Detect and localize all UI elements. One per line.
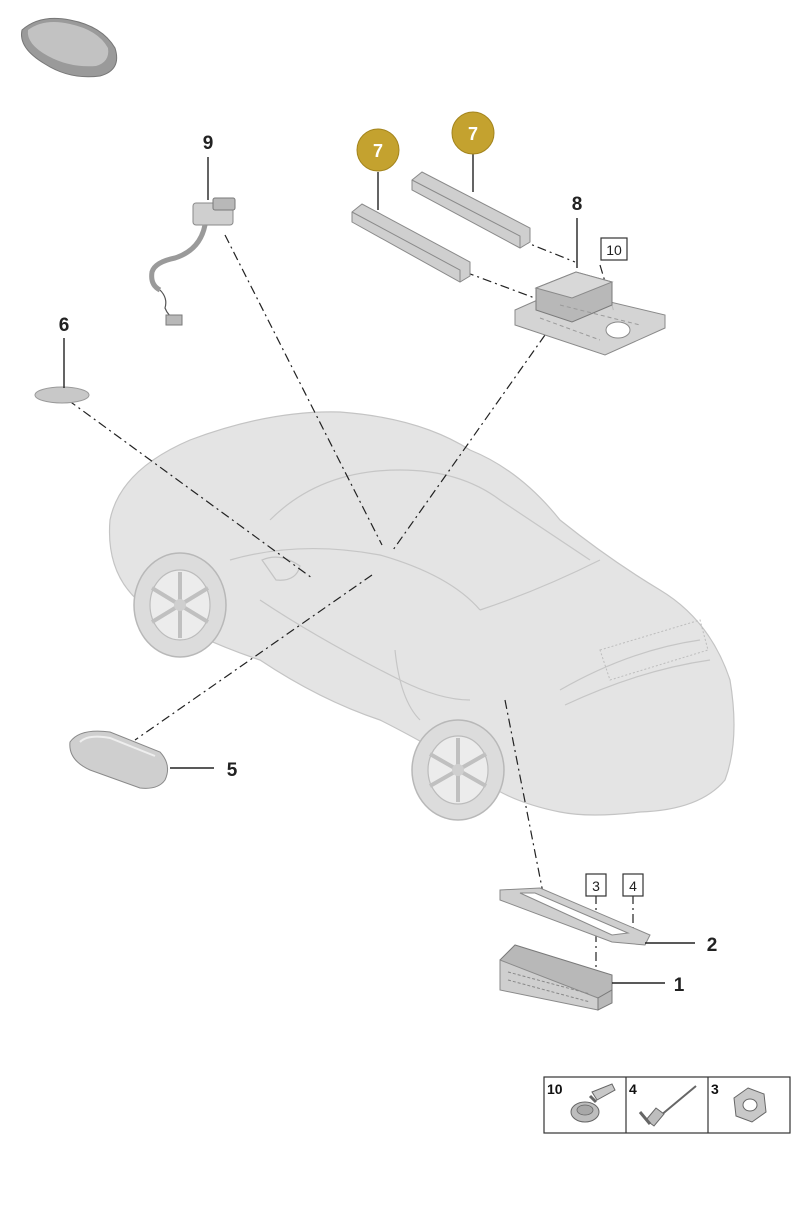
- callout-10[interactable]: 10: [600, 237, 628, 261]
- legend-item-10[interactable]: 10: [547, 1081, 616, 1123]
- assembly-lines: [67, 234, 634, 975]
- legend-item-3[interactable]: 3: [711, 1081, 767, 1123]
- callout-2-label: 2: [707, 935, 718, 956]
- callout-3[interactable]: 3: [585, 873, 607, 897]
- callout-8-label: 8: [572, 194, 583, 215]
- callout-7-lower-label: 7: [373, 141, 383, 161]
- callout-9[interactable]: 9: [203, 133, 214, 154]
- legend-number: 3: [711, 1081, 719, 1097]
- highlight-badge: [356, 128, 400, 172]
- callout-leaders: [63, 153, 695, 984]
- rivet-icon: [638, 1085, 697, 1127]
- rear-grille: [599, 619, 709, 681]
- car-body: [108, 411, 735, 816]
- part-8-control-unit[interactable]: [514, 271, 666, 356]
- callout-7-lower[interactable]: 7: [356, 128, 400, 172]
- bolt-with-washer-icon: [570, 1083, 616, 1123]
- hex-nut-icon: [733, 1087, 767, 1123]
- rear-wheel: [411, 719, 505, 821]
- legend-item-4[interactable]: 4: [629, 1081, 697, 1127]
- part-7-antenna-upper[interactable]: [411, 171, 531, 249]
- callout-5[interactable]: 5: [227, 760, 238, 781]
- callout-2[interactable]: 2: [707, 935, 718, 956]
- callout-7-upper-label: 7: [468, 124, 478, 144]
- callout-3-label: 3: [592, 878, 600, 894]
- callout-9-label: 9: [203, 133, 214, 154]
- legend-number: 4: [629, 1081, 637, 1097]
- callout-1-label: 1: [674, 975, 685, 996]
- callout-10-label: 10: [606, 242, 622, 258]
- callout-8[interactable]: 8: [572, 194, 583, 215]
- legend-number: 10: [547, 1081, 563, 1097]
- callout-4-label: 4: [629, 878, 637, 894]
- part-5-cover[interactable]: [69, 730, 169, 789]
- highlight-badge: [451, 111, 495, 155]
- callout-1[interactable]: 1: [674, 975, 685, 996]
- thumbnail-part-icon[interactable]: [20, 17, 118, 78]
- hardware-legend: 10 4 3: [543, 1076, 791, 1134]
- callout-5-label: 5: [227, 760, 238, 781]
- front-wheel: [133, 552, 227, 658]
- part-6-pad[interactable]: [34, 386, 90, 404]
- part-1-module[interactable]: [499, 944, 613, 1011]
- part-9-cable[interactable]: [149, 197, 236, 326]
- callout-4[interactable]: 4: [622, 873, 644, 897]
- part-2-bracket[interactable]: [499, 887, 651, 946]
- callout-6-label: 6: [59, 315, 70, 336]
- callout-6[interactable]: 6: [59, 315, 70, 336]
- callout-7-upper[interactable]: 7: [451, 111, 495, 155]
- part-7-antenna-lower[interactable]: [351, 203, 471, 283]
